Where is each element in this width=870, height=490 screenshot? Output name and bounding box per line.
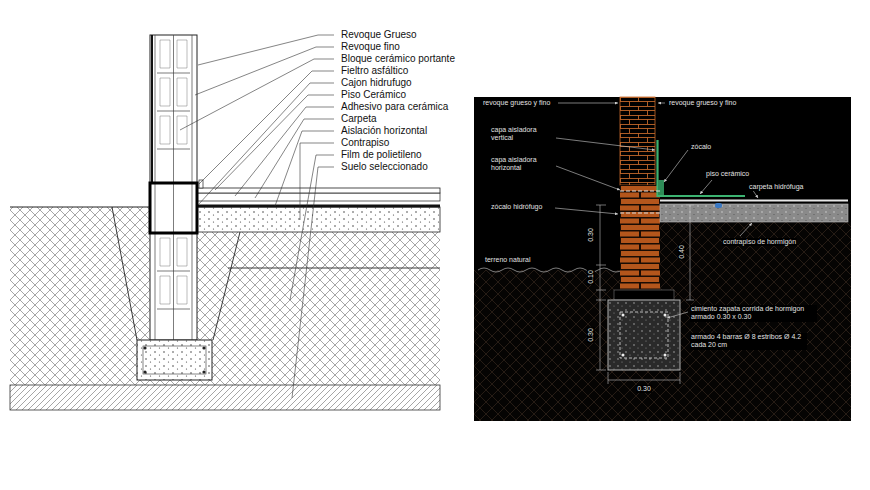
wall bbox=[150, 35, 197, 340]
part-label: Suelo seleccionado bbox=[340, 161, 429, 173]
part-label: Aislación horizontal bbox=[340, 125, 428, 137]
soil-hatch bbox=[10, 207, 440, 385]
part-label: capa aisladora horizontal bbox=[490, 156, 554, 173]
subfloor bbox=[197, 207, 440, 232]
dimension: 0.10 bbox=[587, 269, 595, 285]
leader-lines bbox=[556, 138, 655, 150]
leader-lines bbox=[556, 166, 620, 190]
rebar-bars bbox=[143, 346, 146, 349]
part-label: revoque grueso y fino bbox=[482, 99, 551, 107]
horizontal-barrier bbox=[620, 191, 660, 213]
subsoil-band bbox=[10, 385, 440, 410]
asphalt-felt bbox=[151, 35, 153, 183]
waterproof-screed bbox=[660, 200, 848, 202]
ground-line bbox=[10, 207, 440, 208]
dimension: 0.30 bbox=[587, 327, 595, 343]
leader-lines bbox=[292, 167, 334, 398]
leader-lines bbox=[290, 155, 334, 300]
leader-lines bbox=[180, 35, 334, 398]
rebar-bars bbox=[622, 354, 625, 357]
ceramic-floor bbox=[197, 188, 440, 193]
footing bbox=[137, 340, 212, 380]
dimension-lines bbox=[596, 205, 606, 370]
part-label: carpeta hidrófuga bbox=[748, 183, 804, 191]
strip-footing bbox=[608, 300, 680, 370]
part-label: contrapiso de hormigón bbox=[722, 238, 797, 246]
part-label: Contrapiso bbox=[340, 137, 390, 149]
natural-ground-line bbox=[478, 268, 622, 272]
rebar-cage bbox=[143, 346, 206, 374]
skirting bbox=[658, 180, 664, 195]
leader-lines bbox=[198, 83, 334, 205]
part-label: Adhesivo para cerámica bbox=[340, 101, 449, 113]
leader-lines bbox=[664, 150, 688, 182]
joint-detail bbox=[715, 203, 722, 208]
right-section bbox=[474, 97, 851, 421]
part-label: cimiento zapata corrida de hormigon arma… bbox=[690, 305, 817, 322]
part-label: Carpeta bbox=[340, 113, 378, 125]
part-label: armado 4 barras Ø 8 estribos Ø 4.2 cada … bbox=[690, 333, 807, 350]
rebar-bars bbox=[622, 314, 667, 357]
rebar-bars bbox=[143, 370, 146, 373]
leader-lines bbox=[215, 95, 334, 190]
dark-panel bbox=[474, 97, 851, 421]
leader-lines bbox=[700, 180, 712, 194]
ceramic-block-grid bbox=[155, 35, 192, 340]
dimension: 0.30 bbox=[636, 385, 652, 393]
part-label: Film de polietileno bbox=[340, 149, 423, 161]
leader-lines bbox=[658, 103, 665, 104]
leader-lines bbox=[555, 208, 618, 214]
waterproof-box bbox=[150, 183, 197, 233]
part-label: capa aisladora vertical bbox=[490, 126, 554, 143]
rebar-bars bbox=[664, 314, 667, 317]
part-label: Fieltro asfáltico bbox=[340, 65, 409, 77]
leader-lines bbox=[740, 223, 752, 236]
left-section bbox=[10, 35, 440, 410]
rebar-bars bbox=[143, 346, 205, 373]
rebar-stirrup bbox=[620, 312, 668, 358]
ground-hatch bbox=[474, 222, 851, 421]
part-label: revoque grueso y fino bbox=[668, 99, 737, 107]
dimension-lines bbox=[596, 205, 694, 384]
leader-lines bbox=[555, 103, 758, 318]
part-label: piso cerámico bbox=[705, 170, 750, 178]
rebar-bars bbox=[664, 354, 667, 357]
screed bbox=[197, 193, 440, 201]
part-label: Cajon hidrufugo bbox=[340, 77, 413, 89]
dimension: 0.40 bbox=[678, 244, 686, 260]
rebar-bars bbox=[202, 370, 205, 373]
horizontal-insulation bbox=[197, 205, 440, 208]
dimension: 0.30 bbox=[587, 227, 595, 243]
part-label: zócalo hidrófugo bbox=[490, 203, 543, 211]
leader-lines bbox=[667, 312, 688, 318]
footing-neck bbox=[614, 290, 674, 300]
rebar-bars bbox=[622, 314, 625, 317]
vertical-barrier bbox=[658, 140, 746, 196]
part-label: zócalo bbox=[690, 143, 712, 151]
part-label: Piso Cerámico bbox=[340, 89, 407, 101]
dimension-lines bbox=[686, 205, 694, 300]
dimension-lines bbox=[608, 372, 680, 384]
leader-lines bbox=[180, 59, 334, 130]
part-label: Bloque cerámico portante bbox=[340, 53, 456, 65]
leader-lines bbox=[558, 103, 618, 104]
rebar-bars bbox=[202, 346, 205, 349]
part-label: Revoque fino bbox=[340, 41, 401, 53]
part-label: terreno natural bbox=[484, 256, 532, 264]
skirting bbox=[199, 180, 203, 188]
leader-lines bbox=[198, 35, 334, 65]
plinth-bricks bbox=[620, 185, 660, 290]
block-cells bbox=[160, 40, 187, 304]
leader-lines bbox=[300, 143, 334, 220]
leader-lines bbox=[275, 131, 334, 206]
concrete-subfloor bbox=[660, 204, 848, 222]
leader-lines bbox=[235, 107, 334, 196]
part-label: Revoque Grueso bbox=[340, 29, 418, 41]
brick-wall bbox=[620, 97, 655, 185]
